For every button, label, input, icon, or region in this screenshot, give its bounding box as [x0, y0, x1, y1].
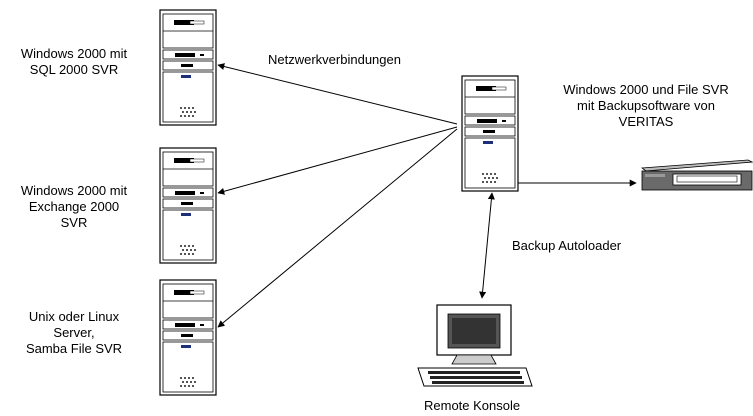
- label-line: Samba File SVR: [25, 341, 123, 356]
- connection-console: [479, 192, 495, 299]
- tape-autoloader-icon: [640, 159, 753, 191]
- connection-sql: [217, 63, 458, 125]
- server-tower-icon: [159, 279, 217, 396]
- server-tower-icon: [159, 147, 217, 264]
- server-tower-icon: [461, 75, 519, 192]
- label-line: mit Backupsoftware von: [576, 98, 715, 113]
- label-line: Windows 2000 und File SVR: [563, 82, 729, 97]
- label-line: Windows 2000 mit: [20, 183, 128, 198]
- connection-exchange: [217, 126, 458, 195]
- network-label: Netzwerkverbindungen: [268, 52, 401, 67]
- connection-unix: [217, 128, 458, 328]
- server-unix-label: Unix oder Linux Server, Samba File SVR: [8, 309, 140, 357]
- network-connections: [217, 63, 637, 328]
- server-backup-label: Windows 2000 und File SVR mit Backupsoft…: [548, 82, 744, 130]
- console-label: Remote Konsole: [424, 398, 521, 413]
- server-tower-icon: [159, 9, 217, 126]
- server-exchange-label: Windows 2000 mit Exchange 2000 SVR: [8, 183, 140, 231]
- label-line: Unix oder Linux: [28, 309, 120, 324]
- label-line: VERITAS: [618, 114, 674, 129]
- autoloader-label: Backup Autoloader: [512, 238, 622, 253]
- label-line: Exchange 2000: [28, 199, 120, 214]
- server-sql-label: Windows 2000 mit SQL 2000 SVR: [8, 46, 140, 78]
- label-line: Server,: [53, 325, 95, 340]
- label-line: SVR: [60, 215, 88, 230]
- label-line: SQL 2000 SVR: [29, 62, 119, 77]
- label-line: Windows 2000 mit: [20, 46, 128, 61]
- workstation-icon: [417, 304, 533, 387]
